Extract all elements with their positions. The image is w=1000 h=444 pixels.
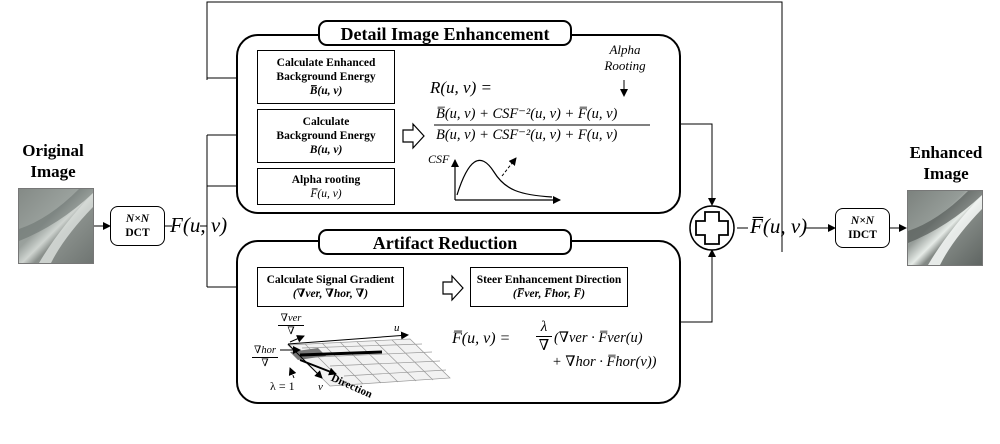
original-image-texture xyxy=(19,189,93,263)
grad-hor-den: ∇ xyxy=(261,358,269,369)
feedback-line-top xyxy=(206,1,783,252)
enhanced-image-title: Enhanced Image xyxy=(900,142,992,184)
eq-nabla: ∇ xyxy=(538,338,550,354)
original-title-line1: Original xyxy=(22,141,84,160)
dct-box: N×N DCT xyxy=(110,206,165,246)
fbar-equation-lhs: F̅(u, v) = xyxy=(452,330,511,347)
lambda-equals-one: λ = 1 xyxy=(270,379,295,393)
steer-enhancement-line2: (F̅ver, F̅hor, F̅) xyxy=(512,288,586,300)
steer-enhancement-box: Steer Enhancement Direction (F̅ver, F̅ho… xyxy=(470,267,628,307)
grad-hor-num: ∇hor xyxy=(252,345,278,358)
background-energy-box: Calculate Background Energy B(u, v) xyxy=(257,109,395,163)
axis-u-label: u xyxy=(394,322,400,334)
signal-gradient-box: Calculate Signal Gradient (∇ver, ∇hor, ∇… xyxy=(257,267,404,307)
lambda-over-nabla: λ ∇ xyxy=(536,318,552,355)
alpha-note-line1: Alpha xyxy=(609,42,641,57)
enhanced-background-energy-box: Calculate Enhanced Background Energy B̅(… xyxy=(257,50,395,104)
original-title-line2: Image xyxy=(30,162,76,181)
grad-hor-fraction: ∇hor ∇ xyxy=(252,345,278,370)
enhanced-title-line2: Image xyxy=(923,164,969,183)
r-equation-lhs: R(u, v) = xyxy=(430,78,492,97)
idct-box: N×N IDCT xyxy=(835,208,890,248)
dct-line1: N×N xyxy=(125,213,150,225)
enhanced-bg-line1: Calculate Enhanced xyxy=(276,57,376,69)
idct-line2: IDCT xyxy=(848,229,877,241)
signal-gradient-line2: (∇ver, ∇hor, ∇) xyxy=(292,288,369,300)
alpha-note-line2: Rooting xyxy=(604,58,646,73)
artifact-panel-title: Artifact Reduction xyxy=(318,229,572,255)
grad-ver-num: ∇ver xyxy=(278,313,304,326)
dct-line2: DCT xyxy=(125,227,150,239)
fbar-equation-line2: + ∇hor · F̅hor(v)) xyxy=(552,354,657,370)
enhanced-bg-line3: B̅(u, v) xyxy=(309,85,343,97)
eq-lambda: λ xyxy=(536,318,552,337)
bg-energy-line1: Calculate xyxy=(302,116,350,128)
input-signal-label: F(u, v) xyxy=(170,213,228,237)
original-image-thumbnail xyxy=(18,188,94,264)
output-signal-label: F̅(u, v) xyxy=(750,214,808,238)
fbar-equation-line1: (∇ver · F̅ver(u) xyxy=(554,330,643,346)
enhanced-title-line1: Enhanced xyxy=(909,143,983,162)
grad-ver-fraction: ∇ver ∇ xyxy=(278,313,304,338)
original-image-title: Original Image xyxy=(8,140,98,182)
alpha-rooting-note: Alpha Rooting xyxy=(596,42,654,74)
idct-line1: N×N xyxy=(850,215,875,227)
steer-enhancement-line1: Steer Enhancement Direction xyxy=(476,274,622,286)
r-equation-numerator: B̅(u, v) + CSF⁻²(u, v) + F̅(u, v) xyxy=(436,106,618,122)
alpha-rooting-line2: F̅(u, v) xyxy=(310,187,342,200)
r-equation-denominator: B(u, v) + CSF⁻²(u, v) + F(u, v) xyxy=(436,127,618,143)
enhanced-image-thumbnail xyxy=(907,190,983,266)
enhanced-image-texture xyxy=(908,191,982,265)
enhanced-bg-line2: Background Energy xyxy=(276,71,376,83)
axis-v-label: v xyxy=(318,381,323,393)
csf-label: CSF xyxy=(428,152,450,166)
grad-ver-den: ∇ xyxy=(287,326,295,337)
bg-energy-line3: B(u, v) xyxy=(309,144,343,156)
alpha-rooting-line1: Alpha rooting xyxy=(291,173,361,186)
detail-panel-title: Detail Image Enhancement xyxy=(318,20,572,46)
alpha-rooting-box: Alpha rooting F̅(u, v) xyxy=(257,168,395,205)
signal-gradient-line1: Calculate Signal Gradient xyxy=(266,274,395,286)
bg-energy-line2: Background Energy xyxy=(276,130,376,142)
